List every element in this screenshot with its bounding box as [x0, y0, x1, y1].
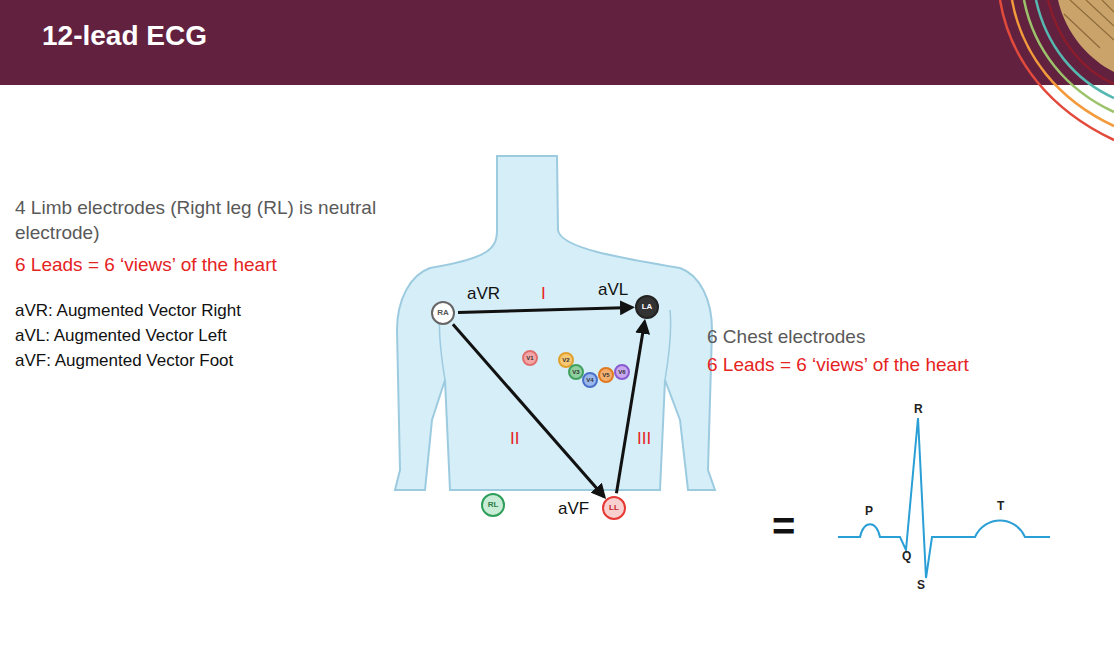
electrode-circle: V5 [598, 367, 614, 383]
ecg-waveform [838, 418, 1050, 578]
electrode-label: RA [437, 309, 449, 317]
note-text: 6 Chest electrodes [707, 325, 865, 350]
electrode-label: V2 [562, 357, 569, 363]
corner-decoration [1000, 0, 1114, 140]
note-text: 4 Limb electrodes (Right leg (RL) is neu… [15, 196, 445, 245]
electrode-label: RL [488, 501, 499, 509]
wave-label: T [997, 499, 1004, 515]
lead-arrow [458, 307, 632, 312]
electrode-circle: V1 [522, 350, 538, 366]
electrode-label: V6 [618, 369, 625, 375]
equals-sign: = [772, 500, 795, 552]
electrode-circle: LA [635, 295, 659, 319]
header-bar [0, 0, 1114, 85]
electrode-label: LL [609, 504, 619, 512]
wave-label: R [914, 402, 923, 418]
lead-number: III [637, 428, 651, 450]
electrode-circle: LL [602, 496, 626, 520]
electrode-circle: V4 [582, 372, 598, 388]
electrode-label: LA [642, 303, 653, 311]
lead-name: aVF [558, 498, 589, 520]
lead-arrow [616, 322, 644, 493]
lead-name: aVR [467, 283, 500, 305]
lead-arrow [453, 324, 604, 496]
lead-number: I [541, 283, 546, 305]
lead-name: aVL [598, 279, 628, 301]
definition-text: aVR: Augmented Vector Right [15, 300, 241, 322]
definition-text: aVL: Augmented Vector Left [15, 325, 227, 347]
electrode-circle: V6 [614, 364, 630, 380]
wave-label: S [917, 578, 925, 594]
wave-label: Q [902, 549, 911, 565]
highlight-text: 6 Leads = 6 ‘views’ of the heart [707, 353, 969, 378]
electrode-label: V1 [526, 355, 533, 361]
slide-title: 12-lead ECG [42, 20, 207, 52]
definition-text: aVF: Augmented Vector Foot [15, 350, 233, 372]
highlight-text: 6 Leads = 6 ‘views’ of the heart [15, 253, 277, 278]
lead-number: II [510, 428, 519, 450]
electrode-label: V5 [602, 372, 609, 378]
wave-label: P [865, 504, 873, 520]
electrode-label: V3 [572, 369, 579, 375]
electrode-label: V4 [586, 377, 593, 383]
electrode-circle: RL [481, 493, 505, 517]
electrode-circle: RA [431, 301, 455, 325]
